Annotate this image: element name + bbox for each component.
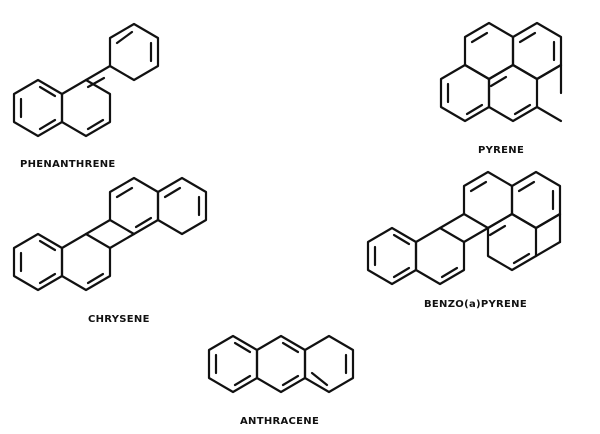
- ring: [486, 212, 538, 272]
- label-pyrene: PYRENE: [478, 145, 524, 156]
- double-bond: [134, 216, 153, 229]
- double-bond: [115, 186, 134, 199]
- bond: [84, 64, 112, 82]
- bond: [534, 212, 562, 230]
- bond: [108, 232, 136, 250]
- ring: [108, 176, 160, 236]
- double-bond: [310, 371, 329, 387]
- double-bond: [86, 76, 106, 89]
- ring: [60, 78, 112, 138]
- double-bond: [115, 30, 134, 45]
- ring: [60, 232, 112, 292]
- double-bond: [38, 85, 57, 98]
- ring: [156, 176, 208, 236]
- bond: [462, 226, 490, 244]
- anthracene-structure: [207, 334, 355, 394]
- ring: [463, 21, 515, 81]
- double-bond: [38, 239, 57, 252]
- molecule-benzo-a-pyrene: BENZO(a)PYRENE: [366, 170, 562, 310]
- ring: [462, 170, 514, 230]
- bond: [534, 240, 562, 258]
- double-bond: [281, 341, 300, 354]
- double-bond: [469, 180, 488, 193]
- double-bond: [38, 272, 57, 285]
- double-bond: [512, 252, 531, 265]
- double-bond: [465, 103, 484, 116]
- label-chrysene: CHRYSENE: [88, 314, 150, 325]
- double-bond: [513, 103, 532, 116]
- bond: [535, 63, 563, 81]
- double-bond: [517, 180, 536, 193]
- bond: [84, 218, 112, 236]
- label-phenanthrene: PHENANTHRENE: [20, 159, 116, 170]
- molecule-anthracene: ANTHRACENE: [207, 334, 355, 427]
- double-bond: [86, 118, 105, 131]
- double-bond: [392, 233, 411, 246]
- ring: [255, 334, 307, 394]
- ring: [108, 22, 160, 82]
- pyrene-structure: [439, 21, 563, 123]
- double-bond: [518, 31, 537, 44]
- double-bond: [488, 224, 507, 237]
- label-anthracene: ANTHRACENE: [240, 416, 319, 427]
- double-bond: [281, 374, 300, 387]
- label-benzo-a-pyrene: BENZO(a)PYRENE: [424, 299, 527, 310]
- double-bond: [440, 266, 459, 279]
- molecule-pyrene: PYRENE: [439, 21, 563, 156]
- bond: [438, 212, 466, 230]
- chrysene-structure: [12, 176, 208, 292]
- ring: [487, 63, 539, 123]
- double-bond: [233, 374, 252, 387]
- double-bond: [86, 272, 105, 285]
- ring: [303, 334, 355, 394]
- double-bond: [470, 31, 489, 44]
- double-bond: [489, 75, 508, 88]
- double-bond: [38, 118, 57, 131]
- double-bond: [392, 266, 411, 279]
- bond: [535, 105, 563, 123]
- molecule-chrysene: CHRYSENE: [12, 176, 208, 325]
- double-bond: [163, 186, 182, 199]
- phenanthrene-structure: [12, 22, 160, 138]
- double-bond: [233, 341, 252, 354]
- molecule-phenanthrene: PHENANTHRENE: [12, 22, 160, 170]
- ring: [414, 226, 466, 286]
- benzo-a-pyrene-structure: [366, 170, 562, 286]
